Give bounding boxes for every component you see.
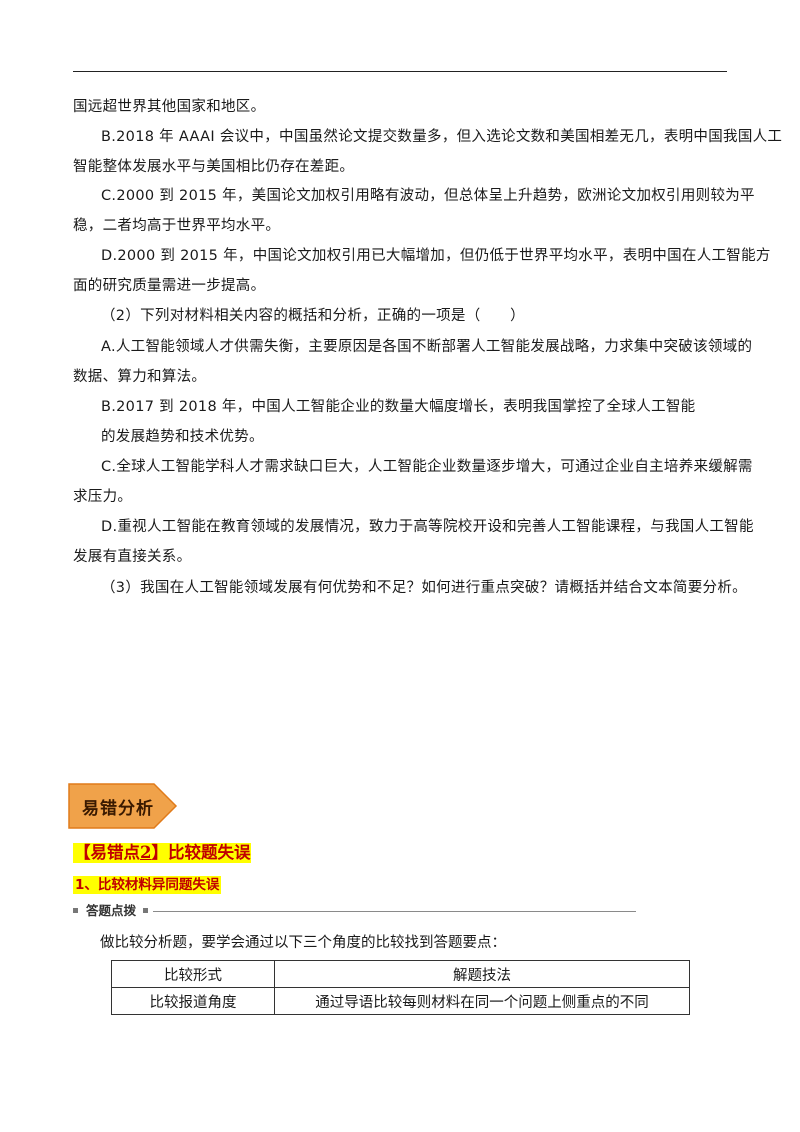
tips-divider [153,911,636,912]
table-cell: 比较报道角度 [111,987,275,1015]
text-line: D.2000 到 2015 年，中国论文加权引用已大幅增加，但仍低于世界平均水平… [101,248,771,264]
text-line: C.全球人工智能学科人才需求缺口巨大，人工智能企业数量逐步增大，可通过企业自主培… [101,459,753,475]
text-line: （2）下列对材料相关内容的概括和分析，正确的一项是（ ） [101,308,525,324]
text-line: 稳，二者均高于世界平均水平。 [73,218,281,234]
text-line: 求压力。 [73,489,133,505]
text-line: B.2018 年 AAAI 会议中，中国虽然论文提交数量多，但入选论文数和美国相… [101,129,783,145]
text-line: D.重视人工智能在教育领域的发展情况，致力于高等院校开设和完善人工智能课程，与我… [101,519,754,535]
text-line: A.人工智能领域人才供需失衡，主要原因是各国不断部署人工智能发展战略，力求集中突… [101,339,753,355]
tips-label: 答题点拨 [86,903,137,918]
intro-text: 做比较分析题，要学会通过以下三个角度的比较找到答题要点： [100,935,506,951]
error-point-number: 2 [140,843,152,862]
text-line: （3）我国在人工智能领域发展有何优势和不足？如何进行重点突破？请概括并结合文本简… [101,580,747,596]
square-bullet-icon [143,908,148,913]
error-point-title: 【易错点2】比较题失误 [73,843,252,863]
banner-label: 易错分析 [82,799,154,819]
text-line: 面的研究质量需进一步提高。 [73,278,266,294]
tips-header: 答题点拨 [73,903,638,919]
section-banner: 易错分析 [68,783,178,829]
table-header-row: 比较形式 解题技法 [111,960,690,988]
text-line: 的发展趋势和技术优势。 [101,429,264,445]
header-rule [73,71,727,72]
error-point-suffix: 】比较题失误 [151,843,251,862]
text-line: 智能整体发展水平与美国相比仍存在差距。 [73,159,355,175]
text-line: 国远超世界其他国家和地区。 [73,99,266,115]
square-bullet-icon [73,908,78,913]
subsection-title: 1、比较材料异同题失误 [73,876,222,894]
error-point-prefix: 【易错点 [74,843,140,862]
text-line: C.2000 到 2015 年，美国论文加权引用略有波动，但总体呈上升趋势，欧洲… [101,188,755,204]
table-header-cell: 解题技法 [274,960,690,988]
text-line: 发展有直接关系。 [73,549,192,565]
banner-arrow-shape [68,783,178,829]
text-line: 数据、算力和算法。 [73,369,207,385]
table-cell: 通过导语比较每则材料在同一个问题上侧重点的不同 [274,987,690,1015]
table-row: 比较报道角度 通过导语比较每则材料在同一个问题上侧重点的不同 [111,987,690,1015]
comparison-table: 比较形式 解题技法 比较报道角度 通过导语比较每则材料在同一个问题上侧重点的不同 [111,960,690,1015]
text-line: B.2017 到 2018 年，中国人工智能企业的数量大幅度增长，表明我国掌控了… [101,399,696,415]
table-header-cell: 比较形式 [111,960,275,988]
